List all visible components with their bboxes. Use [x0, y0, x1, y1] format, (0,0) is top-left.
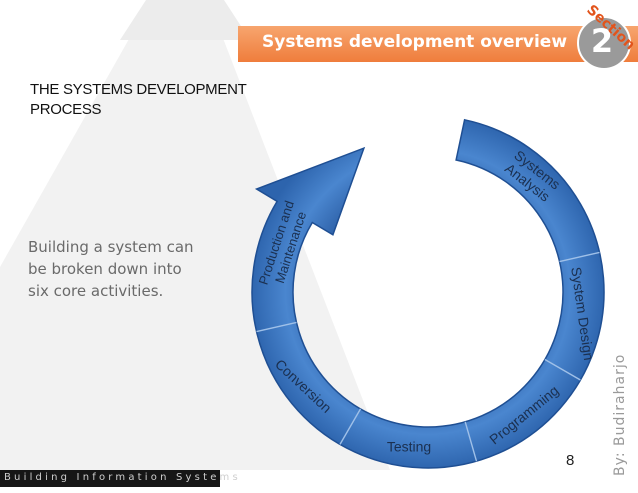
body-text-line: Building a system can: [28, 238, 194, 256]
header-bar: [238, 26, 638, 62]
segment-divider: [339, 408, 362, 445]
segment-divider: [464, 421, 478, 462]
process-title-line: PROCESS: [30, 101, 102, 118]
footer-bar: [0, 470, 220, 487]
body-text-line: be broken down into: [28, 260, 182, 278]
segment-divider: [256, 321, 297, 333]
author-credit: By: Budiraharjo: [612, 353, 628, 476]
footer-text: Building Information Systems: [4, 472, 241, 483]
section-number: 2: [590, 22, 614, 60]
body-text: Building a system can be broken down int…: [28, 236, 228, 302]
cycle-ring-arrow: [251, 118, 605, 469]
process-title: THE SYSTEMS DEVELOPMENT PROCESS: [30, 80, 280, 120]
segment-divider: [544, 358, 581, 381]
page-number: 8: [566, 452, 575, 469]
cycle-stage-label: Testing: [387, 439, 431, 455]
process-title-line: THE SYSTEMS DEVELOPMENT: [30, 81, 247, 98]
segment-divider: [559, 251, 600, 263]
cycle-stage-label-line: Testing: [387, 439, 431, 455]
body-text-line: six core activities.: [28, 282, 164, 300]
header-title: Systems development overview: [262, 32, 568, 52]
section-badge: [577, 16, 631, 70]
